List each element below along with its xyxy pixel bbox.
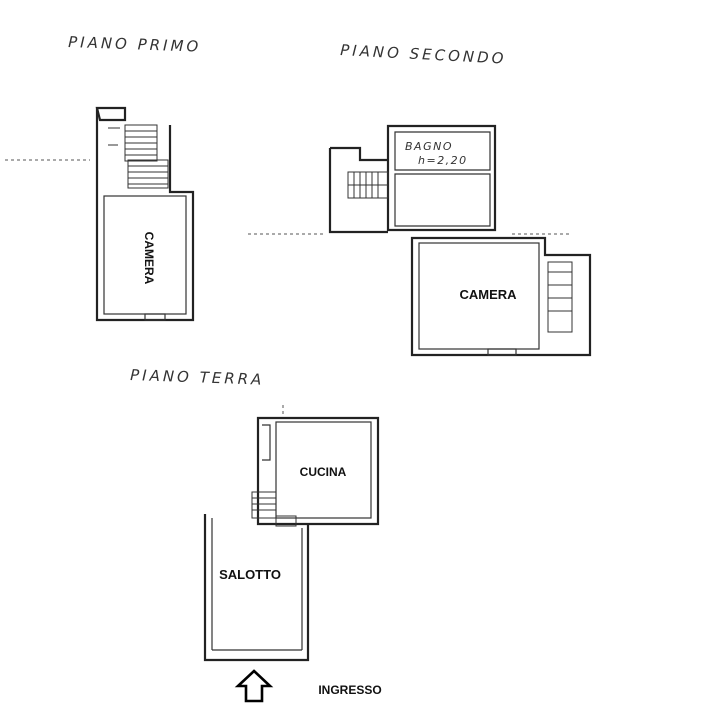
second-floor-bathroom-height: h=2,20 [418, 154, 468, 167]
ground-floor-title: PIANO TERRA [130, 366, 265, 389]
first-floor-plan: CAMERA [5, 106, 195, 322]
ground-floor-kitchen-block [256, 416, 380, 526]
ground-floor-kitchen [275, 421, 372, 519]
second-floor-landing [394, 173, 491, 227]
second-floor-plan: BAGNO h=2,20 CAMERA [248, 124, 592, 357]
second-floor-stairs [347, 171, 389, 199]
ground-floor-kitchen-label: CUCINA [300, 465, 347, 479]
second-floor-side-stairs [547, 261, 573, 333]
second-floor-camera-label: CAMERA [459, 287, 517, 302]
ground-floor-plan: CUCINA SALOTTO [203, 405, 380, 662]
first-floor-stairs [108, 124, 169, 189]
second-floor-window [487, 348, 517, 356]
first-floor-window [144, 313, 166, 321]
ground-floor-living-block [203, 514, 310, 662]
ground-floor-living-label: SALOTTO [219, 567, 281, 582]
second-floor-lower-block [410, 236, 592, 357]
second-floor-bathroom [394, 131, 491, 171]
ground-floor-stairs [251, 491, 297, 527]
entrance-label: INGRESSO [318, 683, 381, 697]
first-floor-camera-label: CAMERA [142, 232, 156, 285]
second-floor-camera-room [418, 242, 540, 350]
second-floor-left-wall [330, 146, 388, 162]
arrow-up-icon [234, 669, 274, 703]
first-floor-title: PIANO PRIMO [68, 33, 202, 56]
second-floor-bathroom-label: BAGNO [405, 140, 453, 153]
second-floor-title: PIANO SECONDO [340, 41, 507, 68]
first-floor-outer-wall [95, 108, 195, 322]
ground-floor-kitchen-niche [262, 424, 271, 461]
second-floor-left-wall-2 [328, 148, 388, 234]
first-floor-top-wall [95, 106, 127, 122]
